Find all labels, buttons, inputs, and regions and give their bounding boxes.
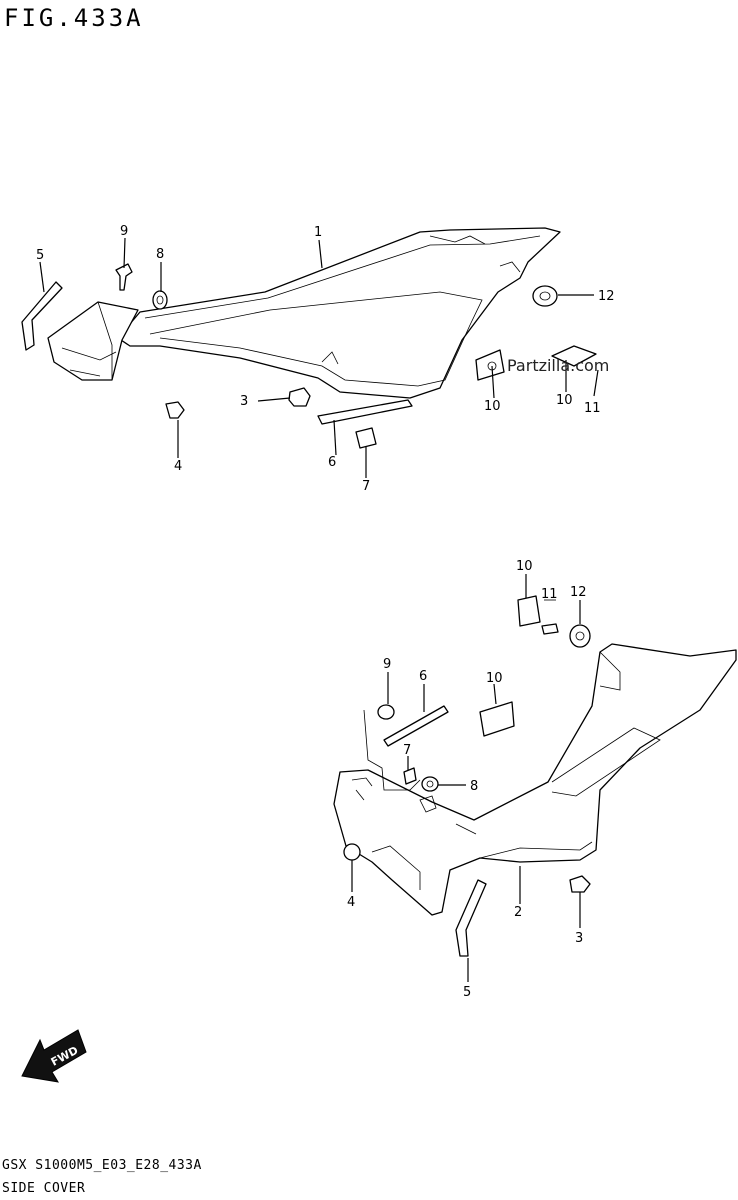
callout-label: 11 [584, 401, 601, 416]
callout-label: 4 [347, 895, 355, 910]
callout-label: 9 [120, 224, 128, 239]
grommet-part [421, 776, 439, 792]
diagram-code: GSX S1000M5_E03_E28_433A [2, 1158, 202, 1173]
diagram-name: SIDE COVER [2, 1181, 86, 1196]
pad-part-11 [551, 345, 597, 367]
callout-label: 5 [463, 985, 471, 1000]
callout-label: 3 [575, 931, 583, 946]
pad-part-10 [475, 349, 505, 381]
callout-label: 10 [484, 399, 501, 414]
pad-part-11 [541, 623, 559, 635]
washer-part [569, 624, 591, 648]
fastener-part [343, 843, 361, 861]
callout-label: 8 [470, 779, 478, 794]
pad-part [403, 767, 417, 785]
callout-label: 4 [174, 459, 182, 474]
callout-label: 3 [240, 394, 248, 409]
fwd-arrow-icon: FWD [21, 1029, 87, 1083]
hose-part [455, 879, 487, 957]
figure-title: FIG.433A [4, 4, 144, 32]
pad-part [355, 427, 377, 449]
bolt-part [288, 387, 311, 407]
callout-label: 5 [36, 248, 44, 263]
callout-label: 10 [556, 393, 573, 408]
callout-label: 2 [514, 905, 522, 920]
callout-label: 7 [403, 743, 411, 758]
side-cover-left-part [47, 227, 561, 399]
watermark: Partzilla.com [507, 356, 610, 375]
grommet-part [377, 704, 395, 720]
callout-label: 8 [156, 247, 164, 262]
callout-label: 6 [328, 455, 336, 470]
hose-part [21, 281, 63, 351]
fastener-part [165, 401, 185, 419]
strip-part [317, 399, 413, 425]
bolt-part [569, 875, 591, 893]
callouts-bottom: 10 11 12 9 6 10 7 8 4 2 3 5 [347, 559, 587, 1000]
callout-label: 11 [541, 587, 558, 602]
callout-label: 1 [314, 225, 322, 240]
callout-label: 10 [486, 671, 503, 686]
callout-label: 9 [383, 657, 391, 672]
callout-label: 6 [419, 669, 427, 684]
strip-part [383, 705, 449, 747]
callout-label: 7 [362, 479, 370, 494]
washer-part [532, 285, 558, 307]
clip-part [115, 263, 133, 291]
pad-part-10 [517, 595, 541, 627]
pad-part-10 [479, 701, 515, 737]
callout-label: 10 [516, 559, 533, 574]
leader-lines-top [39, 237, 599, 478]
leader-lines-bottom [351, 574, 581, 982]
grommet-part [152, 290, 168, 310]
side-cover-right-part [333, 643, 737, 916]
callout-label: 12 [598, 289, 615, 304]
callouts-top: 1 5 9 8 12 3 4 6 7 10 10 11 [36, 224, 615, 494]
callout-label: 12 [570, 585, 587, 600]
